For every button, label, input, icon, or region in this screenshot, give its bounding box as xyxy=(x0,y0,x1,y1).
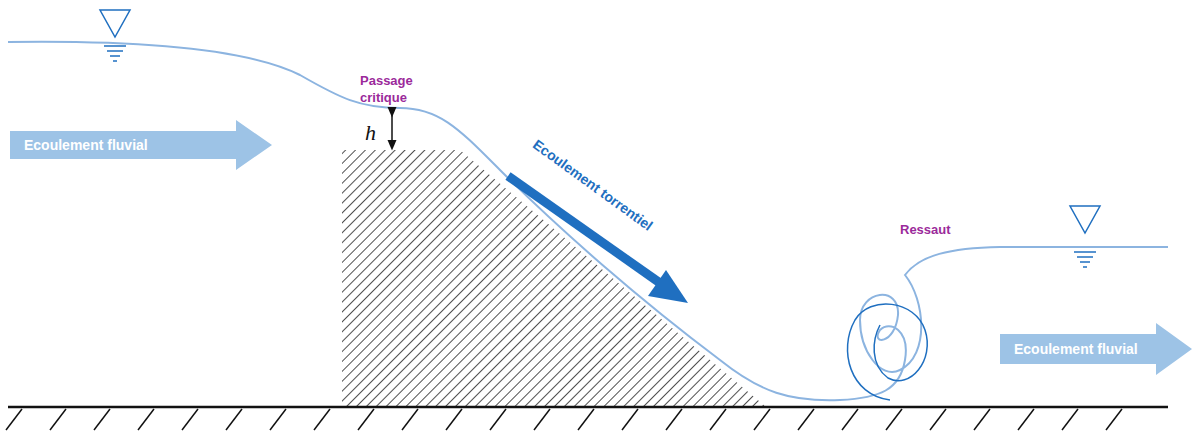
flow-arrow-shaft xyxy=(508,176,660,283)
ground-line xyxy=(8,406,1168,409)
flow-arrow: Ecoulement fluvial xyxy=(1000,323,1192,375)
flow-label: Ecoulement fluvial xyxy=(24,137,148,153)
critical-passage-label: Passage critique xyxy=(360,72,430,106)
water-level-symbol xyxy=(1070,206,1100,267)
flow-arrow: Ecoulement fluvial xyxy=(10,120,272,170)
depth-dimension xyxy=(391,113,393,146)
water-surface xyxy=(8,42,1168,400)
hydraulic-jump-roll xyxy=(848,304,928,400)
weir-body xyxy=(342,150,765,406)
depth-symbol: h xyxy=(365,120,376,146)
flow-arrow-head xyxy=(648,270,688,303)
flow-label: Ecoulement fluvial xyxy=(1014,341,1138,357)
hydraulic-jump-label: Ressaut xyxy=(900,222,951,237)
torrential-flow-label: Ecoulement torrentiel xyxy=(530,136,656,234)
ground-hatch xyxy=(6,409,1122,430)
water-level-symbol xyxy=(100,10,130,61)
